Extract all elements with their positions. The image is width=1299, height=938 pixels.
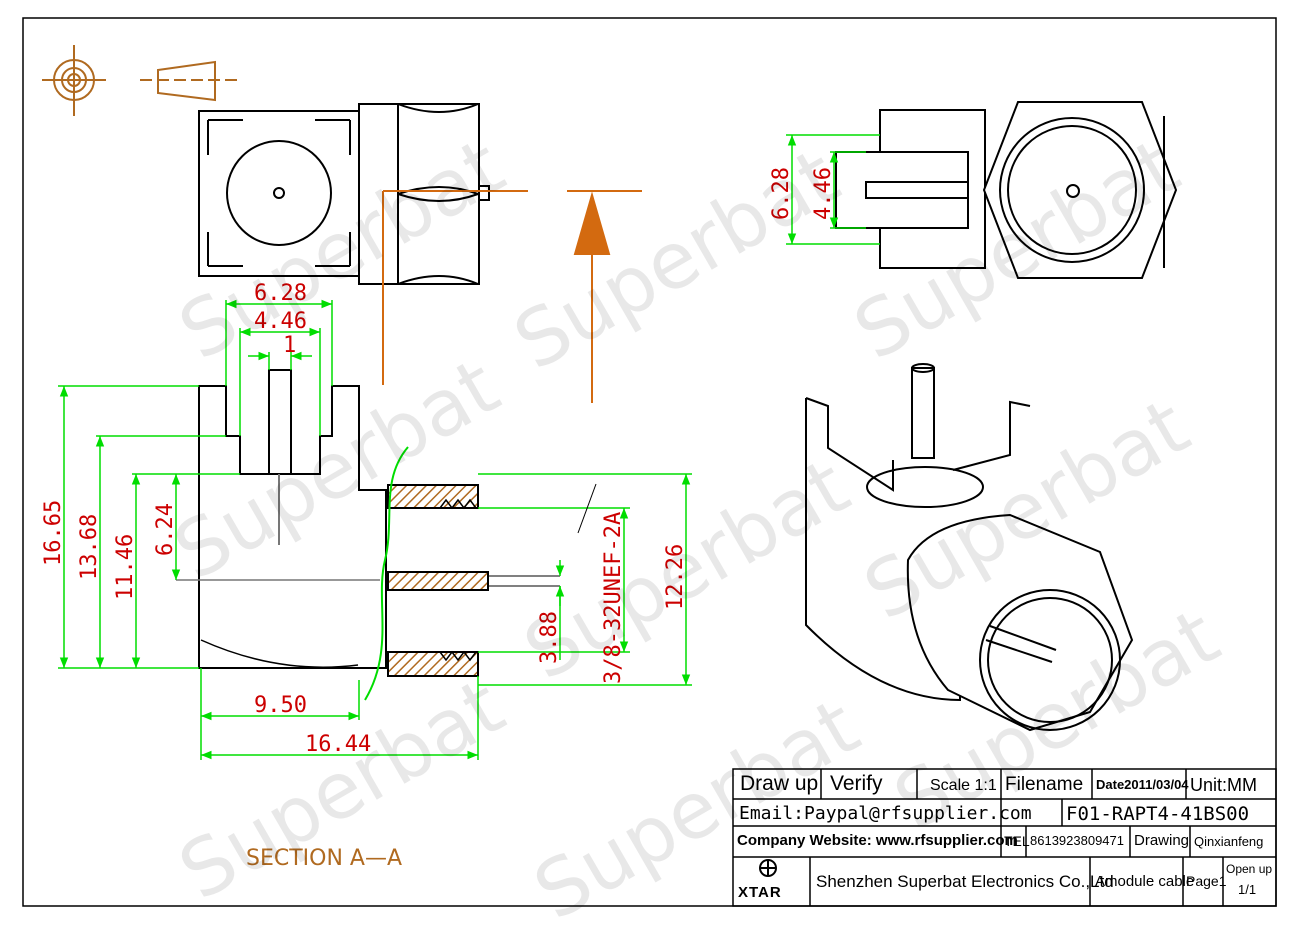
section-line-a-a	[382, 190, 642, 403]
section-label: SECTION A—A	[246, 846, 402, 871]
dim-4-46-side: 4.46	[811, 167, 836, 220]
dim-16-44: 16.44	[305, 732, 371, 757]
dim-13-68: 13.68	[77, 514, 102, 580]
drawing-border	[22, 17, 1277, 907]
tel-label: TEL	[1004, 833, 1030, 849]
scale-label: Scale 1:1	[930, 777, 997, 794]
thread-leader	[577, 483, 597, 534]
dim-6-28-side: 6.28	[769, 167, 794, 220]
dim-6-28-top: 6.28	[254, 281, 307, 306]
dim-3-88: 3.88	[537, 611, 562, 664]
break-line	[364, 446, 409, 701]
open-up-value: 1/1	[1238, 882, 1257, 897]
unit-label: Unit:MM	[1190, 775, 1257, 795]
dim-9-50: 9.50	[254, 693, 307, 718]
draw-up-label: Draw up	[740, 772, 819, 795]
xtar-logo-text: XTAR	[738, 884, 782, 901]
company-website: Company Website: www.rfsupplier.com	[737, 832, 1018, 849]
dim-11-46: 11.46	[113, 534, 138, 600]
dim-16-65: 16.65	[41, 500, 66, 566]
drawing-label: Drawing	[1134, 832, 1190, 849]
page-label: Page1	[1186, 873, 1227, 889]
dim-12-26: 12.26	[663, 544, 688, 610]
open-up-label: Open up	[1226, 862, 1273, 876]
drawer-name: Qinxianfeng	[1194, 834, 1264, 849]
tel-value: 8613923809471	[1030, 833, 1124, 848]
company-name: Shenzhen Superbat Electronics Co.,Ltd	[816, 872, 1114, 891]
dim-4-46-top: 4.46	[254, 309, 307, 334]
part-number: F01-RAPT4-41BS00	[1066, 803, 1250, 825]
date-value: Date2011/03/04	[1096, 777, 1189, 792]
section-view	[176, 369, 560, 677]
filename-label: Filename	[1005, 774, 1084, 795]
dim-1-top: 1	[283, 333, 296, 358]
thread-spec: 3/8-32UNEF-2A	[601, 512, 626, 684]
verify-label: Verify	[830, 772, 883, 795]
xtar-logo-mark	[759, 859, 777, 877]
side-view	[835, 101, 1178, 279]
isometric-view	[805, 363, 1134, 732]
front-view	[198, 103, 490, 285]
part-description: Amodule cable	[1095, 873, 1195, 890]
dimension-lines	[58, 134, 880, 760]
dim-6-24: 6.24	[153, 503, 178, 556]
email: Email:Paypal@rfsupplier.com	[739, 803, 1032, 824]
title-block-grid	[732, 768, 1277, 907]
projection-symbol	[42, 45, 238, 116]
